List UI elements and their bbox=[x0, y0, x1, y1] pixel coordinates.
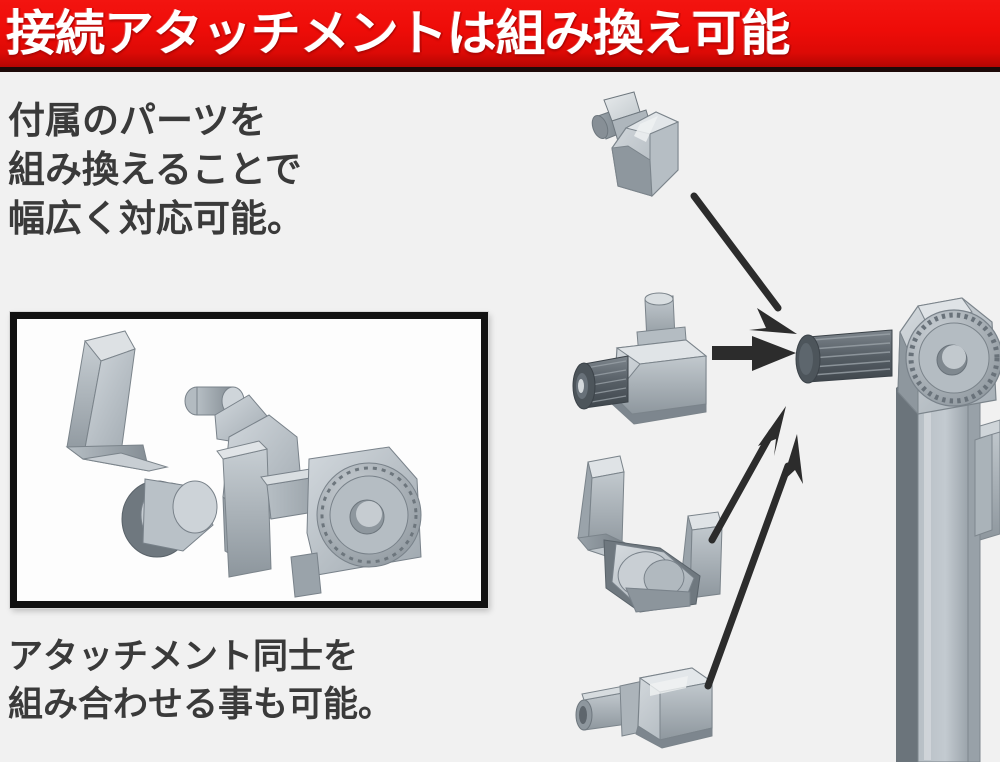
part-l-joint-spline bbox=[572, 355, 629, 410]
inset-photo-image bbox=[17, 319, 481, 601]
description-text-top: 付属のパーツを 組み換えることで 幅広く対応可能。 bbox=[8, 99, 304, 241]
main-arm bbox=[795, 297, 1000, 762]
part-l-joint bbox=[572, 292, 708, 425]
arrow-from-box-peg bbox=[704, 434, 803, 690]
part-wedge-angled bbox=[591, 91, 680, 198]
inset-photo-frame bbox=[10, 312, 488, 608]
combined-attachment-illustration bbox=[65, 330, 422, 598]
arm-ratchet-disc bbox=[905, 309, 1000, 407]
arm-side-clip bbox=[974, 419, 1000, 541]
arrow-from-l-joint bbox=[712, 336, 796, 371]
inset-prong-left bbox=[65, 330, 169, 472]
part-box-peg bbox=[575, 667, 714, 749]
inset-bottom-tab bbox=[290, 552, 322, 598]
arrow-from-wedge bbox=[690, 192, 797, 334]
inset-pivot-knuckle bbox=[121, 478, 218, 558]
inset-gear-teeth bbox=[320, 466, 418, 564]
description-text-bottom: アタッチメント同士を 組み合わせる事も可能。 bbox=[8, 637, 394, 725]
inset-ratchet-joint bbox=[306, 446, 422, 576]
arrow-from-claw bbox=[708, 406, 786, 544]
page-title: 接続アタッチメントは組み換え可能 bbox=[6, 5, 790, 62]
header-banner: 接続アタッチメントは組み換え可能 bbox=[0, 0, 1000, 72]
part-claw-knuckle bbox=[603, 539, 701, 613]
inset-prong-center bbox=[216, 440, 272, 578]
part-claw-fork bbox=[577, 455, 723, 613]
arm-connector-shaft bbox=[795, 329, 893, 384]
